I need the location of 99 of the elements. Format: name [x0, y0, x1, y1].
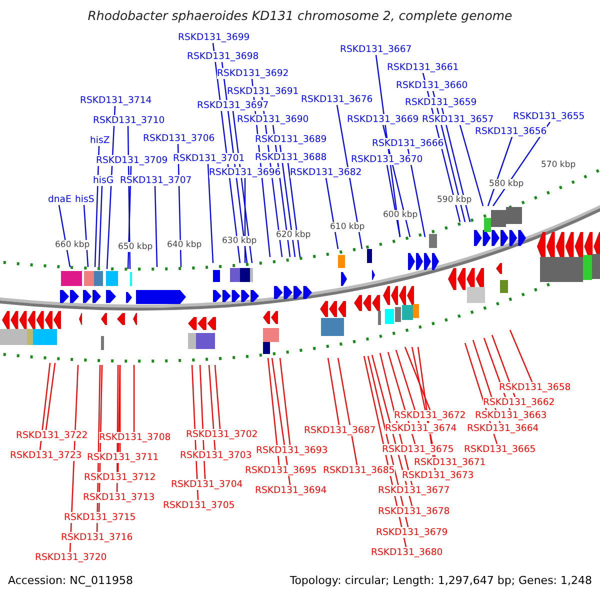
gene-label: RSKD131_3659: [405, 97, 477, 108]
scale-label: 600 kbp: [383, 210, 418, 220]
leader-line: [407, 148, 426, 238]
gene-label: RSKD131_3658: [499, 382, 571, 393]
gene-label: RSKD131_3660: [396, 80, 468, 91]
gene-label: RSKD131_3697: [197, 100, 269, 111]
leader-line: [94, 146, 100, 268]
gene-label: RSKD131_3705: [163, 500, 235, 511]
gene-label: RSKD131_3722: [16, 430, 88, 441]
gene-label: RSKD131_3685: [323, 465, 395, 476]
gene-label: RSKD131_3670: [351, 154, 423, 165]
gene-label: RSKD131_3713: [83, 492, 155, 503]
gene-label: RSKD131_3710: [93, 115, 165, 126]
gene-label: RSKD131_3679: [376, 527, 448, 538]
gene-label: RSKD131_3666: [372, 138, 444, 149]
gene-label: RSKD131_3663: [475, 410, 547, 421]
scale-label: 570 kbp: [541, 160, 576, 170]
gene-label: RSKD131_3699: [178, 32, 250, 43]
leader-line: [404, 346, 431, 410]
scale-label: 640 kbp: [167, 240, 202, 250]
gene-label: RSKD131_3714: [80, 95, 152, 106]
map-title: Rhodobacter sphaeroides KD131 chromosome 2, complete genome: [86, 8, 514, 23]
leader-line: [154, 186, 158, 268]
gene-label: RSKD131_3709: [96, 155, 168, 166]
gene-label: RSKD131_3665: [464, 444, 536, 455]
footer-text: Accession: NC_011958: [8, 574, 134, 587]
gene-label: RSKD131_3688: [255, 152, 327, 163]
gene-label: RSKD131_3693: [256, 445, 328, 456]
leader-line: [386, 164, 401, 238]
gene-label: RSKD131_3671: [414, 457, 486, 468]
gene-label: RSKD131_3675: [382, 444, 454, 455]
gene-label: RSKD131_3695: [245, 465, 317, 476]
gene-label: RSKD131_3708: [99, 432, 171, 443]
gene-label: dnaE: [48, 194, 72, 205]
leader-line: [207, 164, 214, 264]
gene-label: RSKD131_3687: [304, 425, 376, 436]
gene-label: RSKD131_3715: [64, 512, 136, 523]
scale-label: 610 kbp: [330, 222, 365, 232]
gene-label: RSKD131_3706: [143, 133, 215, 144]
gene-label: RSKD131_3716: [61, 532, 133, 543]
gene-label: RSKD131_3692: [217, 68, 289, 79]
gene-label: RSKD131_3661: [387, 62, 459, 73]
leader-line: [208, 364, 216, 450]
gene-label: RSKD131_3674: [385, 423, 457, 434]
gene-label: RSKD131_3664: [467, 423, 539, 434]
scale-label: 650 kbp: [118, 242, 153, 252]
leader-line: [133, 365, 135, 432]
gene-label: RSKD131_3657: [422, 114, 494, 125]
gene-label: RSKD131_3703: [180, 450, 252, 461]
leader-line: [336, 104, 363, 250]
gene-label: RSKD131_3690: [237, 114, 309, 125]
gene-label: RSKD131_3680: [371, 547, 443, 558]
leader-line: [98, 186, 103, 268]
leader-line: [509, 330, 533, 382]
leader-line: [279, 358, 291, 446]
gene-label: RSKD131_3691: [227, 86, 299, 97]
gene-label: RSKD131_3667: [340, 44, 412, 55]
gene-label: RSKD131_3682: [290, 167, 362, 178]
scale-label: 630 kbp: [222, 236, 257, 246]
gene-label: hisZ: [90, 135, 110, 146]
gene-label: RSKD131_3696: [209, 167, 281, 178]
leader-line: [459, 124, 484, 206]
leader-line: [214, 364, 221, 430]
gene-label: RSKD131_3720: [35, 552, 107, 563]
gene-label: RSKD131_3678: [378, 506, 450, 517]
gene-label: hisG: [93, 175, 114, 186]
gene-label: RSKD131_3698: [187, 51, 259, 62]
gene-label: RSKD131_3723: [10, 450, 82, 461]
gene-label: RSKD131_3676: [301, 94, 373, 105]
leader-line: [39, 362, 51, 450]
gene-label: RSKD131_3656: [475, 126, 547, 137]
gene-label: RSKD131_3672: [394, 410, 466, 421]
scale-label: 620 kbp: [276, 230, 311, 240]
leader-line: [337, 358, 358, 466]
gene-label: RSKD131_3673: [402, 470, 474, 481]
scale-label: 660 kbp: [55, 240, 90, 250]
gene-label: hisS: [75, 194, 94, 205]
gene-label: RSKD131_3677: [378, 485, 450, 496]
leader-line: [287, 162, 301, 258]
gene-label: RSKD131_3669: [347, 114, 419, 125]
leader-line: [267, 358, 280, 466]
leader-line: [487, 136, 513, 206]
gene-label: RSKD131_3662: [483, 397, 555, 408]
scale-label: 580 kbp: [489, 179, 524, 189]
gene-label: RSKD131_3689: [255, 134, 327, 145]
leader-line: [244, 178, 246, 263]
gene-label: RSKD131_3702: [186, 429, 258, 440]
gene-label: RSKD131_3711: [87, 452, 159, 463]
leader-line: [325, 178, 339, 250]
gene-label: RSKD131_3704: [171, 479, 243, 490]
gene-label: RSKD131_3712: [84, 472, 156, 483]
gene-label: RSKD131_3655: [513, 111, 585, 122]
footer-text: Topology: circular; Length: 1,297,647 bp; Genes: 1,248: [290, 574, 592, 587]
gene-label: RSKD131_3694: [255, 485, 327, 496]
leader-line: [45, 362, 56, 430]
gene-label: RSKD131_3707: [120, 175, 192, 186]
gene-label: RSKD131_3701: [173, 153, 245, 164]
scale-label: 590 kbp: [437, 195, 472, 205]
leader-line: [327, 358, 340, 426]
